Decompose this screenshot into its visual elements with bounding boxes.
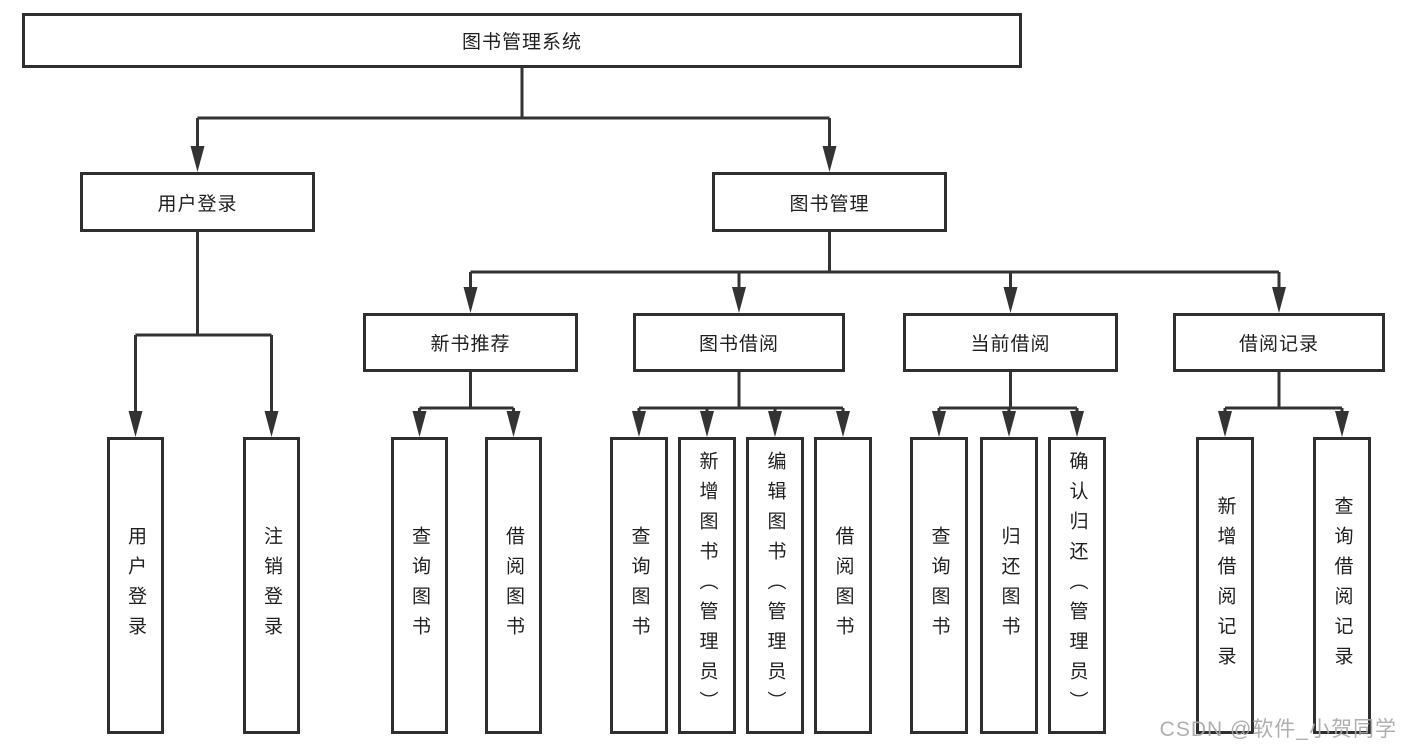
leaf-label: 借阅图书	[832, 525, 854, 646]
arrowhead	[463, 287, 478, 313]
node-new-book-recommend: 新书推荐	[363, 313, 578, 372]
node-current-borrow: 当前借阅	[903, 313, 1118, 372]
leaf-add-borrow-record: 新增借阅记录	[1196, 437, 1254, 734]
leaf-label: 查询图书	[409, 525, 430, 646]
arrowhead	[632, 411, 646, 437]
arrowhead	[128, 411, 143, 437]
arrowhead	[822, 146, 837, 172]
leaf-label: 借阅图书	[503, 525, 524, 646]
node-user-login-branch: 用户登录	[80, 172, 315, 232]
arrowhead	[836, 411, 850, 437]
node-book-mgmt-branch: 图书管理	[712, 172, 947, 232]
arrowhead	[1335, 411, 1349, 437]
edge-userlogin-to-leaves	[134, 232, 273, 411]
leaf-add-books-admin: 新增图书（管理员）	[678, 437, 736, 734]
leaf-confirm-return-admin: 确认归还（管理员）	[1048, 437, 1106, 734]
leaf-query-books-3: 查询图书	[910, 437, 968, 734]
leaf-label: 新增借阅记录	[1214, 495, 1236, 676]
leaf-label: 新增图书（管理员）	[696, 450, 718, 721]
leaf-label: 归还图书	[998, 525, 1020, 646]
arrowhead	[190, 146, 205, 172]
leaf-user-login: 用户登录	[107, 437, 164, 734]
leaf-label: 用户登录	[125, 525, 146, 646]
edge-root-to-level2	[196, 68, 831, 146]
leaf-label: 查询图书	[628, 525, 650, 646]
leaf-label: 查询图书	[928, 525, 950, 646]
leaf-edit-books-admin: 编辑图书（管理员）	[746, 437, 804, 734]
node-root-system: 图书管理系统	[22, 13, 1022, 68]
edge-currentborrow-to-leaves	[937, 372, 1079, 412]
leaf-label: 查询借阅记录	[1331, 495, 1353, 676]
arrowhead	[768, 411, 782, 437]
leaf-borrow-books-2: 借阅图书	[814, 437, 872, 734]
edge-bookborrow-to-leaves	[637, 372, 845, 412]
leaf-return-books: 归还图书	[980, 437, 1038, 734]
arrowhead	[1272, 287, 1286, 313]
arrowhead	[264, 411, 279, 437]
arrowhead	[1002, 411, 1016, 437]
arrowhead	[700, 411, 714, 437]
leaf-label: 编辑图书（管理员）	[764, 450, 786, 721]
leaf-query-books-1: 查询图书	[391, 437, 448, 734]
arrowhead	[1218, 411, 1232, 437]
leaf-query-books-2: 查询图书	[610, 437, 668, 734]
edge-newbook-to-leaves	[418, 372, 515, 412]
arrowhead	[932, 411, 946, 437]
arrowhead	[732, 287, 746, 313]
leaf-query-borrow-record: 查询借阅记录	[1313, 437, 1371, 734]
arrowhead	[412, 411, 427, 437]
arrowhead	[506, 411, 521, 437]
node-borrow-records: 借阅记录	[1173, 313, 1385, 372]
leaf-label: 注销登录	[261, 525, 282, 646]
leaf-label: 确认归还（管理员）	[1066, 450, 1088, 721]
edge-bookmgmt-to-level3	[469, 232, 1281, 288]
leaf-logout: 注销登录	[243, 437, 300, 734]
node-book-borrow: 图书借阅	[633, 313, 845, 372]
edge-borrowrecords-to-leaves	[1223, 372, 1344, 412]
leaf-borrow-books-1: 借阅图书	[485, 437, 542, 734]
arrowhead	[1003, 287, 1018, 313]
arrowhead	[1070, 411, 1084, 437]
